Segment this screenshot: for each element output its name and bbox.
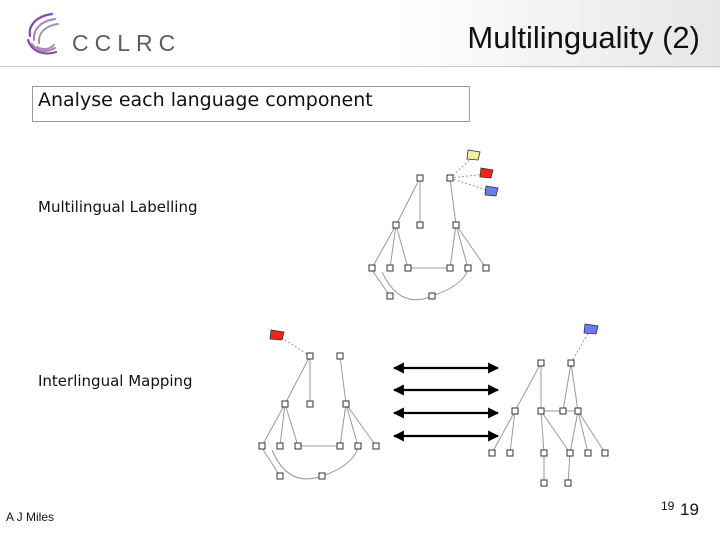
tree-node — [404, 264, 412, 272]
tree-node — [318, 472, 326, 480]
tree-mapping-right-nodes — [488, 359, 609, 487]
cclrc-logo-icon — [26, 12, 59, 55]
flag-icon — [583, 323, 599, 335]
tree-mapping-right — [491, 329, 606, 484]
tree-labelling — [371, 155, 493, 301]
interlingual-mapping-label: Interlingual Mapping — [38, 372, 193, 390]
page-number-large: 19 — [680, 500, 699, 519]
tree-node — [574, 407, 582, 415]
page-number-small: 19 — [661, 499, 675, 513]
logo-text: CCLRC — [72, 30, 182, 56]
tree-node — [540, 449, 548, 457]
tree-node — [258, 442, 266, 450]
tree-node — [276, 442, 284, 450]
tree-node — [294, 442, 302, 450]
tree-node — [281, 400, 289, 408]
subtitle: Analyse each language component — [38, 89, 373, 111]
tree-node — [482, 264, 490, 272]
tree-node — [452, 221, 460, 229]
mapping-arrows — [392, 362, 500, 442]
tree-labelling-nodes — [368, 174, 490, 300]
page-title: Multilinguality (2) — [467, 20, 700, 55]
subtitle-box — [32, 86, 470, 122]
flag-icon — [479, 167, 494, 179]
language-flags-labelling — [466, 149, 499, 197]
tree-node — [564, 479, 572, 487]
flag-icon — [484, 185, 499, 197]
tree-node — [386, 292, 394, 300]
flag-icon — [466, 149, 481, 161]
tree-node — [584, 449, 592, 457]
tree-node — [446, 174, 454, 182]
tree-node — [428, 292, 436, 300]
tree-node — [537, 359, 545, 367]
flag-icon — [269, 329, 285, 341]
tree-node — [559, 407, 567, 415]
author-name: A J Miles — [6, 510, 55, 524]
tree-node — [306, 352, 314, 360]
tree-mapping-left — [261, 337, 377, 480]
header-bar — [0, 0, 720, 68]
tree-node — [372, 442, 380, 450]
tree-node — [416, 174, 424, 182]
tree-node — [336, 352, 344, 360]
tree-node — [276, 472, 284, 480]
tree-mapping-left-nodes — [258, 352, 380, 480]
tree-node — [540, 479, 548, 487]
tree-node — [354, 442, 362, 450]
multilingual-labelling-label: Multilingual Labelling — [38, 198, 198, 216]
tree-node — [416, 221, 424, 229]
tree-node — [342, 400, 350, 408]
tree-node — [566, 449, 574, 457]
tree-node — [488, 449, 496, 457]
tree-node — [446, 264, 454, 272]
tree-node — [386, 264, 394, 272]
tree-node — [537, 407, 545, 415]
tree-node — [306, 400, 314, 408]
tree-node — [601, 449, 609, 457]
header-divider — [0, 66, 720, 67]
tree-node — [511, 407, 519, 415]
tree-node — [506, 449, 514, 457]
tree-node — [464, 264, 472, 272]
tree-node — [567, 359, 575, 367]
tree-node — [368, 264, 376, 272]
tree-node — [336, 442, 344, 450]
tree-node — [392, 221, 400, 229]
